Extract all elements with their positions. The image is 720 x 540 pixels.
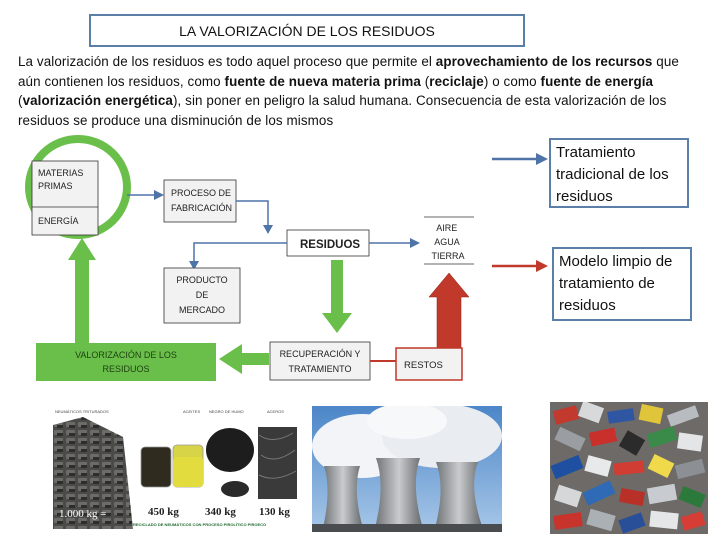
environment-label: AIRE AGUA TIERRA (431, 223, 464, 261)
intro-bold: aprovechamiento de los recursos (436, 54, 653, 69)
proceso-box (164, 180, 236, 222)
cooling-towers-photo (312, 406, 502, 532)
slide-title-box: LA VALORIZACIÓN DE LOS RESIDUOS (89, 14, 525, 47)
intro-text: ) o como (484, 74, 541, 89)
intro-bold: fuente de energía (541, 74, 654, 89)
qty-oil: 450 kg (148, 506, 179, 518)
legend-traditional-label: Tratamiento tradicional de los residuos (556, 144, 669, 205)
tyre-recycling-photo: NEUMÁTICOS TRITURADOS ACEITES NEGRO DE H… (53, 405, 297, 529)
red-up-arrow (429, 273, 469, 349)
carbon-label: NEGRO DE HUMO (209, 409, 244, 414)
legend-traditional: Tratamiento tradicional de los residuos (549, 138, 689, 208)
green-left-arrow (219, 344, 269, 374)
qty-steel: 130 kg (259, 506, 290, 518)
recycled-cans-photo (550, 402, 708, 534)
tyre-caption: RECICLADO DE NEUMÁTICOS CON PROCESO PIRO… (133, 522, 266, 527)
legend-clean-label: Modelo limpio de tratamiento de residuos (559, 253, 672, 314)
steel-label: ACEROS (267, 409, 284, 414)
residuos-label: RESIDUOS (300, 239, 360, 251)
intro-bold: reciclaje (429, 74, 484, 89)
recuperacion-box (270, 342, 370, 380)
oil-label: ACEITES (183, 409, 200, 414)
energia-label: ENERGÍA (38, 216, 79, 226)
slide-title: LA VALORIZACIÓN DE LOS RESIDUOS (179, 23, 435, 39)
intro-bold: valorización energética (23, 93, 173, 108)
intro-text: La valorización de los residuos es todo … (18, 54, 436, 69)
intro-paragraph: La valorización de los residuos es todo … (18, 52, 698, 130)
restos-label: RESTOS (404, 360, 443, 371)
qty-tyres: 1.000 kg = (59, 508, 106, 520)
tyre-label: NEUMÁTICOS TRITURADOS (55, 409, 109, 414)
intro-bold: fuente de nueva materia prima (225, 74, 421, 89)
valorizacion-box (36, 343, 216, 381)
green-up-arrow (68, 238, 96, 347)
qty-carbon: 340 kg (205, 506, 236, 518)
legend-clean: Modelo limpio de tratamiento de residuos (552, 247, 692, 321)
green-down-arrow (322, 260, 352, 333)
